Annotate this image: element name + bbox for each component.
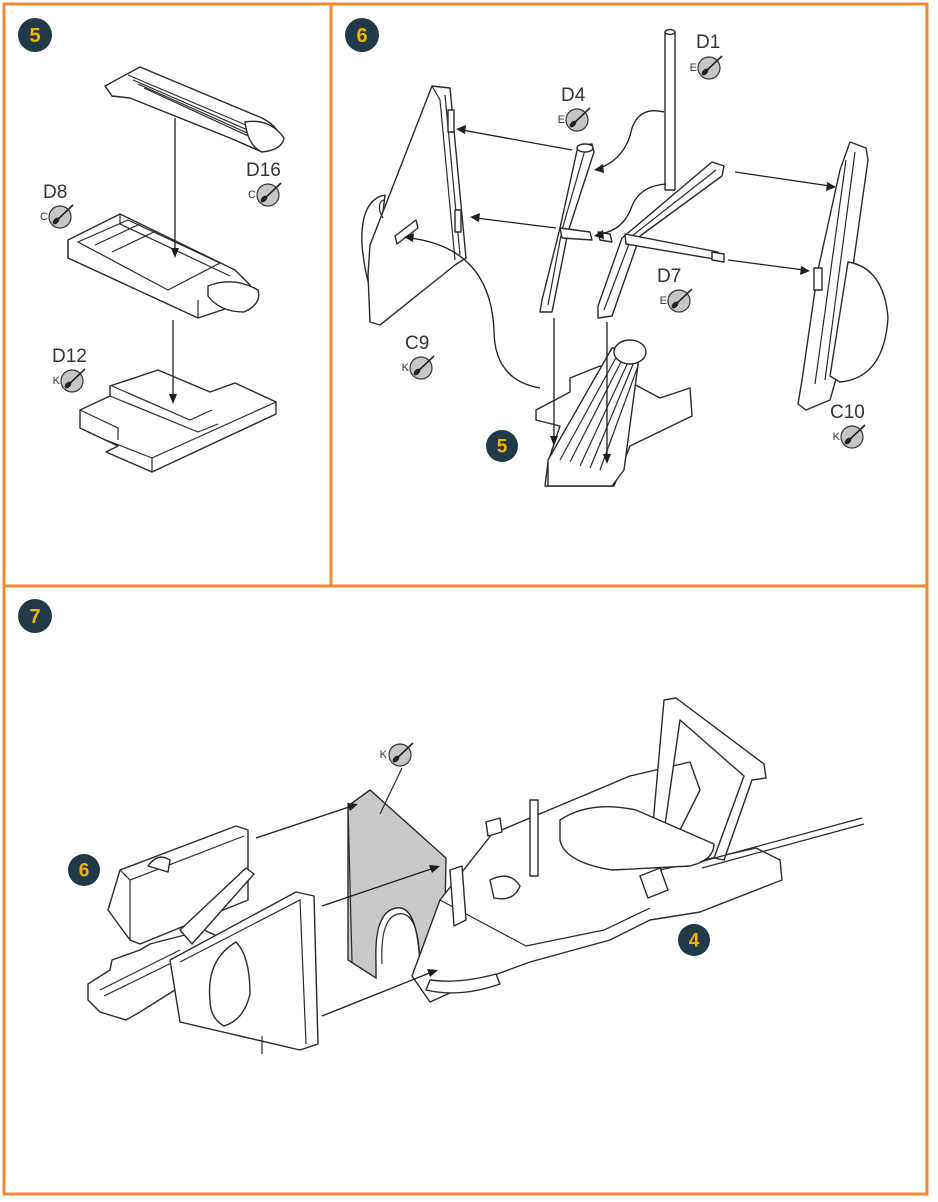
- paintbrush-icon: [60, 368, 86, 393]
- step6-subassembly-badge: 5: [486, 430, 518, 462]
- chassis-assembly-drawing: [411, 697, 865, 1003]
- part-d1-code: D1: [696, 32, 720, 53]
- part-c10-code: C10: [830, 402, 865, 423]
- paintbrush-icon: [256, 182, 282, 207]
- part-d8-drawing: [67, 213, 260, 319]
- part-d16-drawing: [104, 66, 285, 153]
- bulkhead-paint: K: [380, 749, 388, 761]
- paintbrush-icon: [840, 424, 866, 449]
- part-d4-paint: E: [558, 114, 565, 126]
- paintbrush-icon: [667, 288, 693, 313]
- step6-seat-assembly-drawing: [535, 339, 693, 487]
- paintbrush-icon: [388, 742, 414, 767]
- part-c9-code: C9: [405, 333, 429, 354]
- part-d4-code: D4: [561, 85, 586, 106]
- part-c10-drawing: [797, 141, 889, 411]
- part-d7-drawing: [597, 161, 725, 319]
- part-c9-drawing: [361, 85, 467, 326]
- part-d7-code: D7: [657, 266, 681, 287]
- step6-number: 6: [356, 25, 367, 47]
- step6-subassembly-ref: 5: [497, 437, 508, 458]
- part-d1-paint: E: [690, 62, 697, 74]
- step7-subassembly-ref-a: 6: [79, 861, 90, 882]
- part-c10-paint: K: [833, 431, 841, 443]
- step7-subassembly-badge-b: 4: [678, 924, 710, 956]
- step7-subassembly-badge-a: 6: [68, 854, 100, 886]
- step7-number: 7: [29, 606, 40, 628]
- part-d12-paint: K: [53, 375, 61, 387]
- part-d1-drawing: [664, 28, 676, 191]
- step5-badge: 5: [18, 18, 52, 52]
- step5-number: 5: [29, 25, 40, 47]
- part-d12-drawing: [79, 369, 277, 473]
- step7-badge: 7: [18, 599, 52, 633]
- paintbrush-icon: [409, 355, 435, 380]
- part-d12-code: D12: [52, 346, 87, 367]
- part-d8-paint: C: [40, 211, 48, 223]
- part-d8-code: D8: [43, 182, 67, 203]
- part-d16-paint: C: [248, 189, 256, 201]
- step6-arrows: [404, 110, 836, 464]
- step7-arrows: [255, 767, 440, 1017]
- part-c9-paint: K: [402, 362, 410, 374]
- step6-badge: 6: [345, 18, 379, 52]
- paintbrush-icon: [697, 55, 723, 80]
- paintbrush-icon: [48, 204, 74, 229]
- part-d4-drawing: [539, 143, 595, 313]
- paintbrush-icon: [565, 107, 591, 132]
- step7-subassembly-ref-b: 4: [689, 931, 700, 952]
- part-d7-paint: E: [660, 295, 667, 307]
- step5-arrows: [169, 118, 179, 404]
- part-d16-code: D16: [246, 160, 281, 181]
- step7-panel: [2, 584, 929, 1196]
- cockpit-assembly-drawing: [87, 825, 319, 1054]
